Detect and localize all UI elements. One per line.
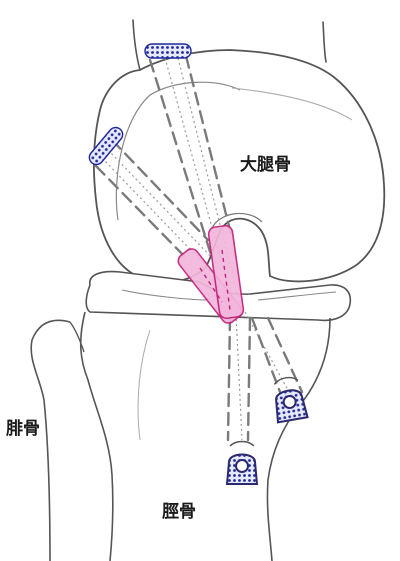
tibial-ring-upper	[273, 376, 309, 424]
femur-inner-contour	[115, 81, 241, 221]
tibial-ring-lower	[225, 440, 259, 485]
femur-ridge	[231, 87, 353, 121]
femur-outline	[93, 49, 386, 283]
tibia-outline	[79, 311, 331, 561]
tibia-inner-contour	[137, 329, 151, 441]
graft-bundle-icon	[177, 224, 245, 324]
fixation-button-icon	[88, 43, 192, 166]
fixation-button-lateral	[88, 126, 124, 166]
fibula-label: 腓骨	[6, 419, 40, 439]
fibula-inner-line	[69, 321, 85, 353]
tibia-label: 脛骨	[162, 502, 196, 522]
fibula-outline	[30, 319, 71, 561]
meniscus-inner-line	[121, 289, 337, 301]
fixation-button-top	[144, 43, 192, 59]
femur-notch	[211, 212, 263, 229]
femur-shaft	[132, 19, 327, 71]
fixation-ring-icon	[225, 376, 309, 485]
femur-label: 大腿骨	[240, 155, 291, 175]
